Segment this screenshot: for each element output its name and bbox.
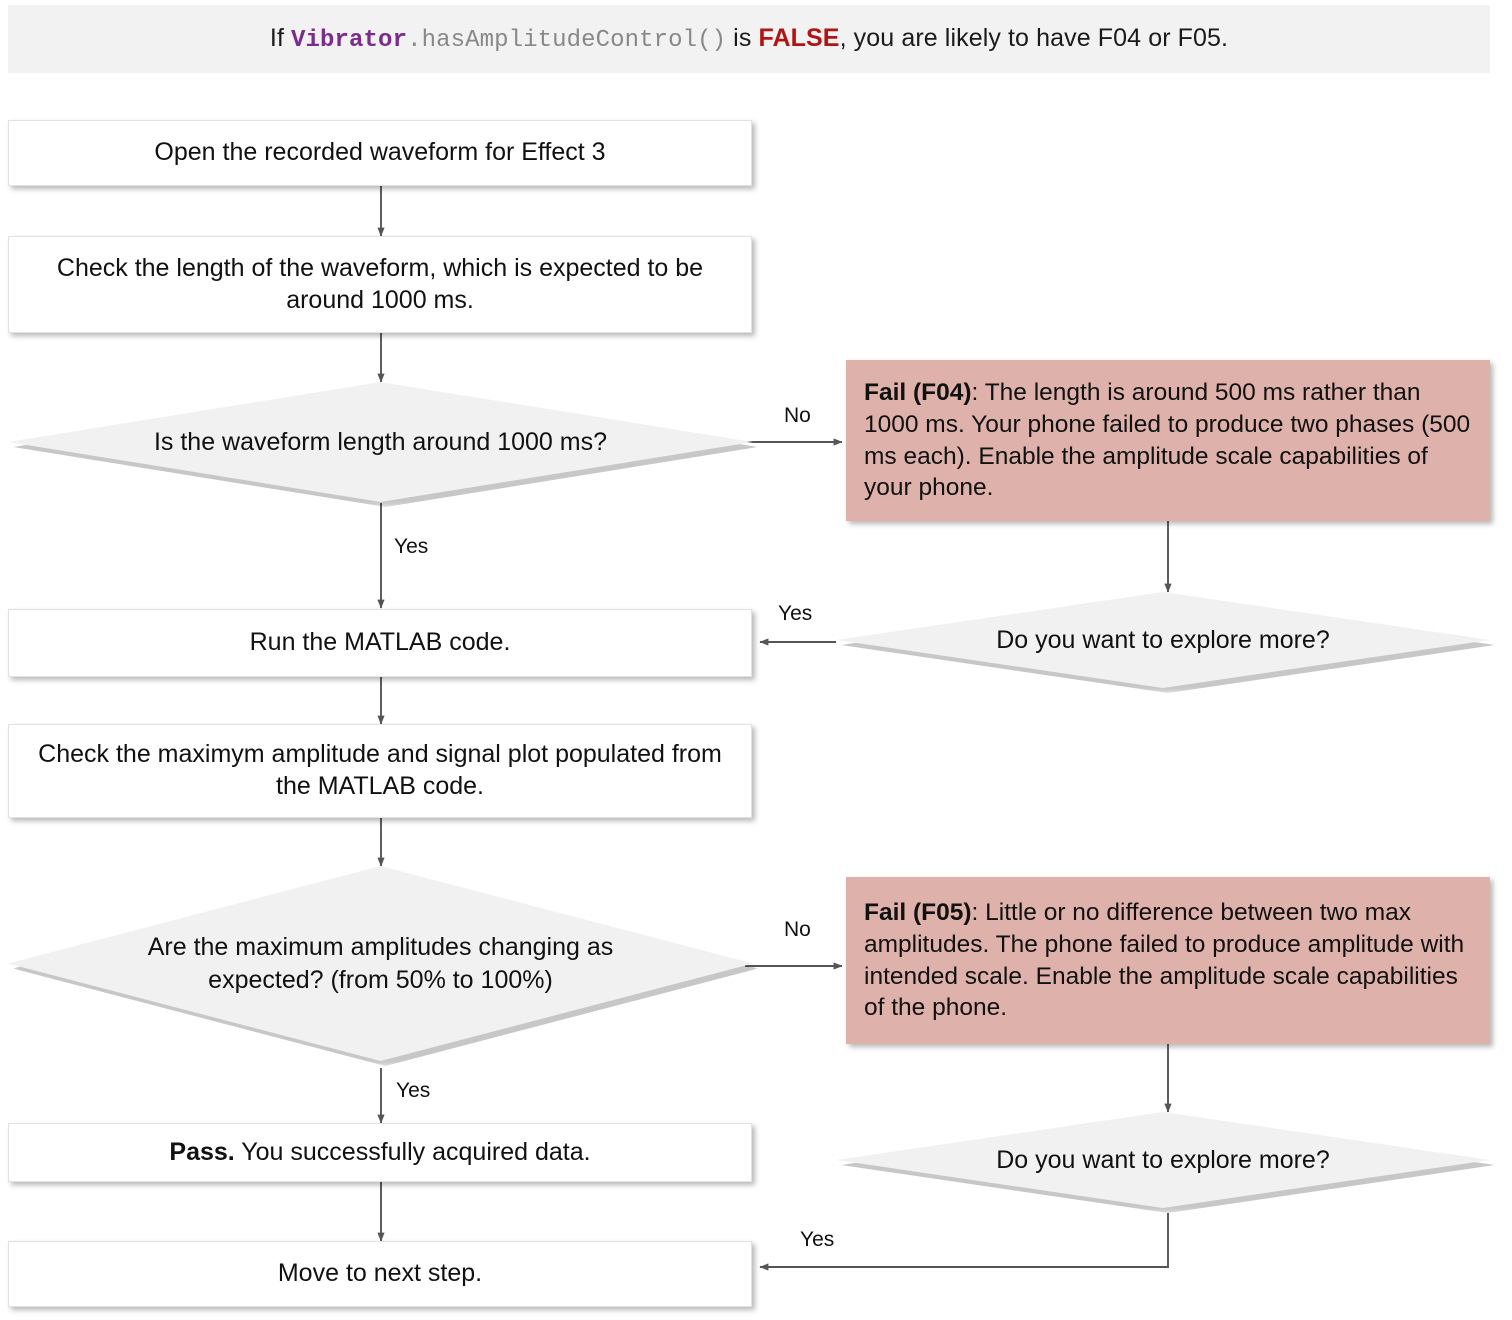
node-fail-f05[interactable]: Fail (F05): Little or no difference betw… <box>846 877 1490 1044</box>
node-decision-waveform-length-label: Is the waveform length around 1000 ms? <box>153 427 608 456</box>
node-run-matlab-label: Run the MATLAB code. <box>249 628 511 657</box>
edge-label-yes-back-1: Yes <box>778 602 813 625</box>
node-fail-f05-text: Fail (F05): Little or no difference betw… <box>864 897 1474 1024</box>
node-move-next-step[interactable]: Move to next step. <box>8 1241 752 1307</box>
header-middle: is <box>726 24 759 52</box>
header-text: If Vibrator.hasAmplitudeControl() is FAL… <box>270 24 1228 54</box>
header-class-name: Vibrator <box>291 27 408 54</box>
edge-label-no-1: No <box>784 404 811 427</box>
node-check-amplitude-label: Check the maximym amplitude and signal p… <box>38 740 722 800</box>
node-pass-label: Pass. <box>169 1137 235 1166</box>
node-fail-f04[interactable]: Fail (F04): The length is around 500 ms … <box>846 360 1490 521</box>
node-pass-detail: You successfully acquired data. <box>234 1137 591 1166</box>
node-explore-more-2[interactable]: Do you want to explore more? <box>836 1112 1490 1208</box>
header-suffix: , you are likely to have F04 or F05. <box>839 24 1229 52</box>
node-fail-f04-label: Fail (F04) <box>864 378 972 406</box>
header-false-value: FALSE <box>758 24 840 52</box>
edge-label-yes-back-2: Yes <box>800 1228 835 1251</box>
edge-label-no-2: No <box>784 918 811 941</box>
node-check-amplitude[interactable]: Check the maximym amplitude and signal p… <box>8 724 752 818</box>
node-explore-more-2-label: Do you want to explore more? <box>996 1145 1330 1174</box>
header-banner: If Vibrator.hasAmplitudeControl() is FAL… <box>8 5 1490 73</box>
node-decision-max-amplitudes-label: Are the maximum amplitudes changing as e… <box>147 933 614 994</box>
node-check-length[interactable]: Check the length of the waveform, which … <box>8 236 752 333</box>
node-decision-waveform-length[interactable]: Is the waveform length around 1000 ms? <box>8 382 753 502</box>
node-open-waveform-label: Open the recorded waveform for Effect 3 <box>154 138 606 167</box>
node-fail-f04-text: Fail (F04): The length is around 500 ms … <box>864 377 1474 504</box>
node-explore-more-1-label: Do you want to explore more? <box>996 625 1330 654</box>
edge-label-yes-2: Yes <box>396 1079 431 1102</box>
header-method-name: .hasAmplitudeControl() <box>407 27 727 54</box>
node-explore-more-1[interactable]: Do you want to explore more? <box>836 592 1490 688</box>
node-open-waveform[interactable]: Open the recorded waveform for Effect 3 <box>8 120 752 186</box>
node-fail-f05-detail: : Little or no difference between two ma… <box>864 898 1465 1022</box>
node-pass-text: Pass. You successfully acquired data. <box>169 1137 590 1169</box>
node-pass[interactable]: Pass. You successfully acquired data. <box>8 1123 752 1182</box>
node-check-length-label: Check the length of the waveform, which … <box>56 253 704 314</box>
edge-label-yes-1: Yes <box>394 535 429 558</box>
node-fail-f04-detail: : The length is around 500 ms rather tha… <box>864 378 1471 502</box>
header-prefix: If <box>269 24 292 52</box>
node-decision-max-amplitudes[interactable]: Are the maximum amplitudes changing as e… <box>8 866 753 1061</box>
node-run-matlab[interactable]: Run the MATLAB code. <box>8 609 752 677</box>
node-move-next-step-label: Move to next step. <box>277 1259 483 1288</box>
node-fail-f05-label: Fail (F05) <box>864 898 972 926</box>
